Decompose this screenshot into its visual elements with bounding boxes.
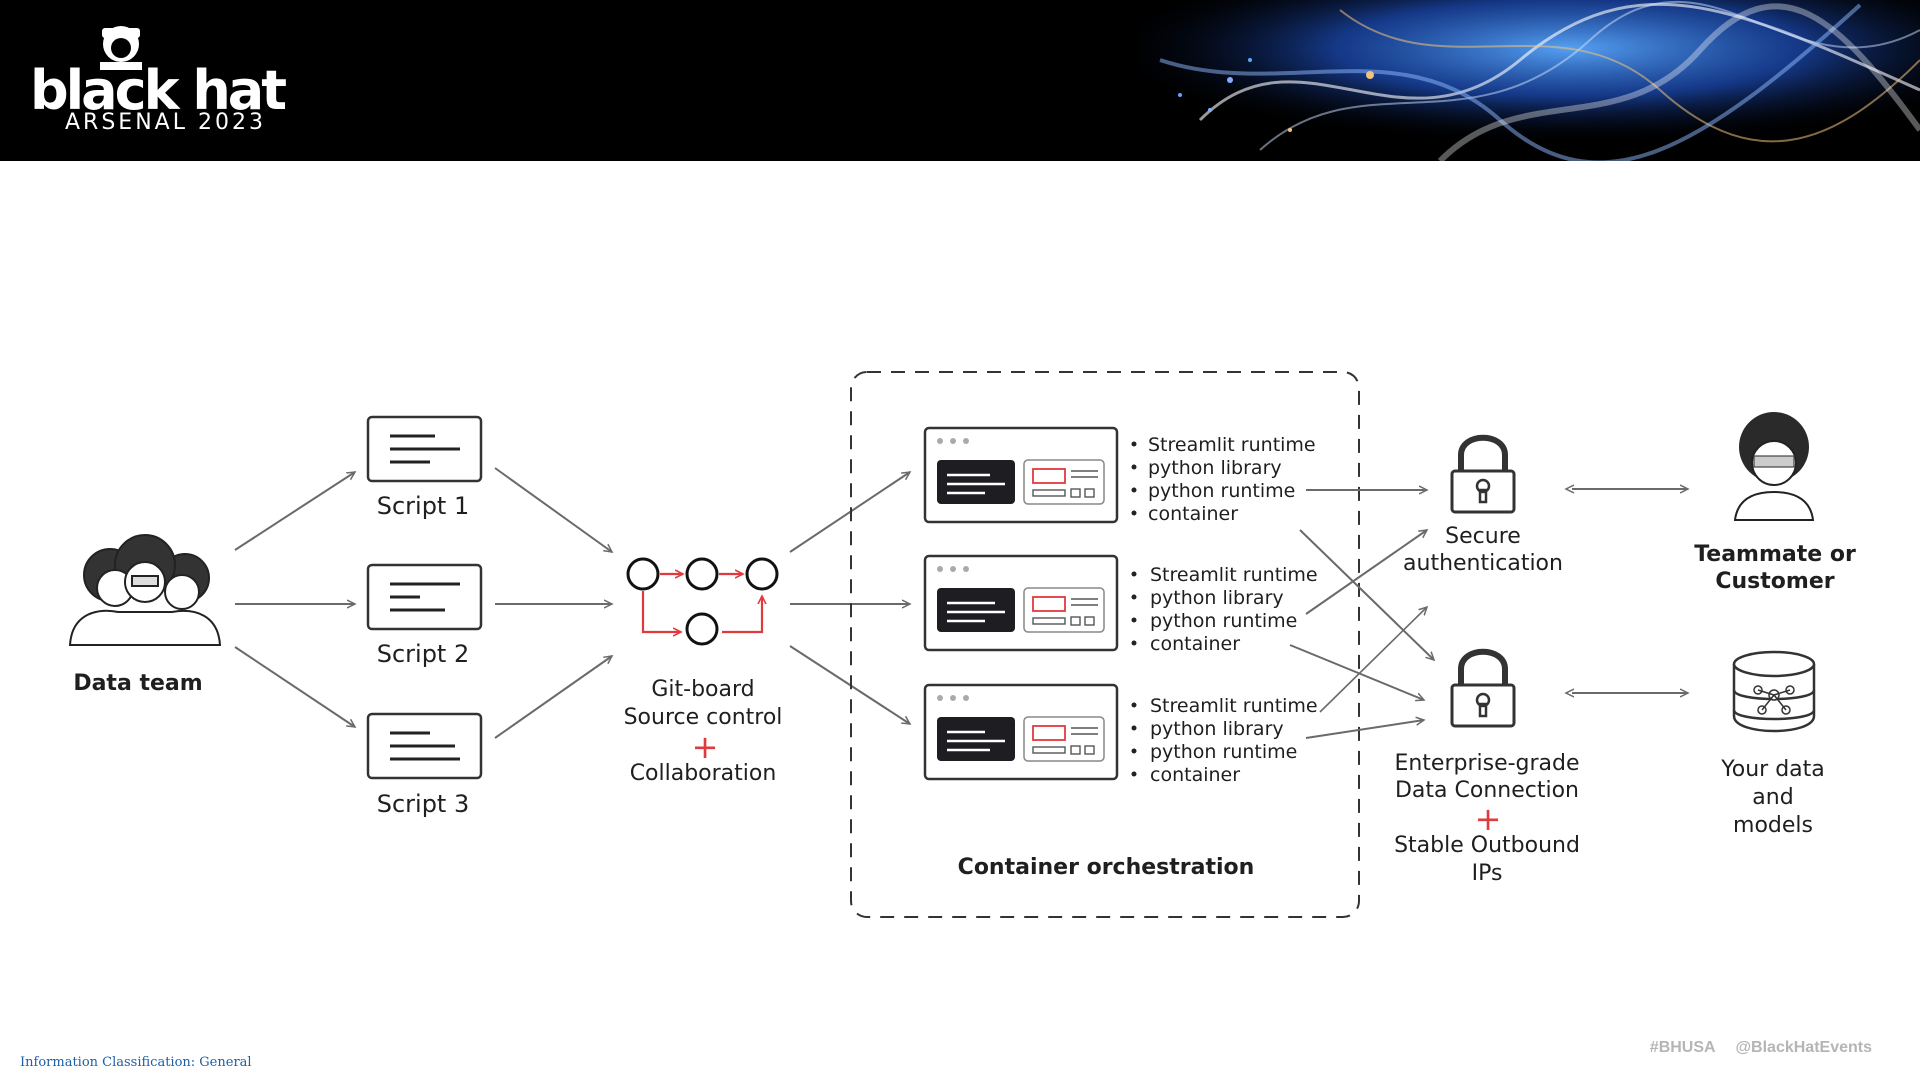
- abstract-swirl-art: [1140, 0, 1920, 161]
- enterprise-label-line1: Enterprise-grade: [1394, 751, 1579, 776]
- container-1-spec-item: python library: [1148, 457, 1282, 479]
- container-1-window-icon: [923, 426, 1119, 524]
- logo-subtitle: ARSENAL 2023: [65, 110, 266, 135]
- logo-wordmark: black hat: [30, 59, 287, 122]
- container-3-spec-item: python library: [1150, 718, 1284, 740]
- your-data-label-line1: Your data: [1720, 757, 1825, 782]
- container-3-spec-item: container: [1150, 764, 1240, 786]
- blackhat-logo: black hat ARSENAL 2023: [30, 22, 320, 142]
- secure-lock-icon: [1450, 434, 1516, 514]
- gitboard-plus: +: [692, 728, 719, 766]
- container-1-specs: Streamlit runtime python library python …: [1131, 434, 1316, 525]
- enterprise-label-line2: Data Connection: [1395, 778, 1579, 803]
- your-data-label-line2: and: [1752, 785, 1793, 810]
- teammate-person-icon: [1733, 412, 1815, 521]
- git-branch-icon: [626, 557, 779, 646]
- teammate-label-line1: Teammate or: [1694, 542, 1856, 567]
- information-classification: Information Classification: General: [20, 1055, 252, 1070]
- gitboard-label-line1: Git-board: [651, 677, 754, 702]
- gitboard-label-line3: Collaboration: [630, 761, 777, 786]
- git-flow-arrows: [641, 574, 762, 632]
- container-2-spec-item: python library: [1150, 587, 1284, 609]
- database-icon: [1732, 650, 1816, 733]
- container-3-spec-item: python runtime: [1150, 741, 1297, 763]
- container-2-specs: Streamlit runtime python library python …: [1131, 564, 1318, 655]
- script-1-icon: [366, 415, 483, 483]
- enterprise-lock-icon: [1450, 648, 1516, 728]
- enterprise-label-line3: Stable Outbound: [1394, 833, 1580, 858]
- your-data-label-line3: models: [1733, 813, 1813, 838]
- arrow-container3-auth: [1319, 607, 1427, 713]
- social-tags: #BHUSA @BlackHatEvents: [1634, 1039, 1872, 1057]
- enterprise-plus: +: [1475, 800, 1502, 838]
- header-banner: black hat ARSENAL 2023: [0, 0, 1920, 161]
- script-3-label: Script 3: [377, 790, 470, 818]
- enterprise-label-line4: IPs: [1472, 861, 1503, 886]
- arrow-script3-git: [494, 656, 612, 739]
- gitboard-label-line2: Source control: [624, 705, 783, 730]
- arrow-container3-enterprise: [1305, 720, 1424, 739]
- container-3-window-icon: [923, 683, 1119, 781]
- container-2-spec-item: Streamlit runtime: [1150, 564, 1318, 586]
- arrow-team-script3: [234, 646, 355, 727]
- hashtag-bhusa: #BHUSA: [1649, 1039, 1715, 1056]
- container-2-spec-item: python runtime: [1150, 610, 1297, 632]
- script-2-label: Script 2: [377, 640, 470, 668]
- data-team-label: Data team: [73, 671, 202, 696]
- secure-auth-label-line1: Secure: [1445, 524, 1521, 549]
- orchestration-label: Container orchestration: [958, 855, 1255, 880]
- data-team-icon: [68, 534, 222, 646]
- script-2-icon: [366, 563, 483, 631]
- handle-blackhatevents: @BlackHatEvents: [1735, 1039, 1872, 1056]
- container-3-specs: Streamlit runtime python library python …: [1131, 695, 1318, 786]
- arrow-container2-auth: [1305, 530, 1427, 615]
- container-orchestration-box: [850, 371, 1360, 918]
- arrow-container1-enterprise: [1299, 529, 1434, 660]
- script-1-label: Script 1: [377, 492, 470, 520]
- container-2-spec-item: container: [1150, 633, 1240, 655]
- arrow-container2-enterprise: [1289, 644, 1424, 700]
- secure-auth-label-line2: authentication: [1403, 551, 1563, 576]
- script-3-icon: [366, 712, 483, 780]
- hat-figure-icon: [100, 26, 142, 70]
- container-1-spec-item: python runtime: [1148, 480, 1295, 502]
- container-1-spec-item: Streamlit runtime: [1148, 434, 1316, 456]
- teammate-label-line2: Customer: [1715, 569, 1834, 594]
- container-3-spec-item: Streamlit runtime: [1150, 695, 1318, 717]
- container-2-window-icon: [923, 554, 1119, 652]
- container-1-spec-item: container: [1148, 503, 1238, 525]
- arrow-team-script1: [234, 472, 355, 551]
- arrow-script1-git: [494, 467, 612, 552]
